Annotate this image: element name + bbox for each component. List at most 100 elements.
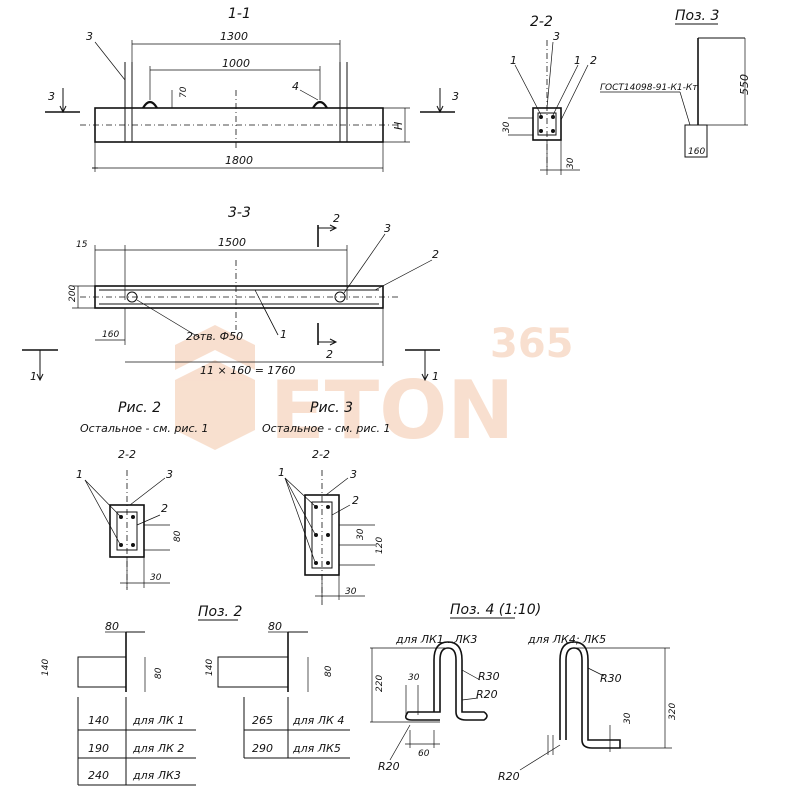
dim-1800: 1800 [225,154,253,167]
poz-4-dim-320: 320 [668,703,678,720]
poz-2-b-row-2-for: для ЛК5 [292,742,341,755]
poz-2-a-row-2-len: 190 [88,742,109,755]
poz-4-r20-a: R20 [476,688,498,701]
s33-label-3: 3 [384,222,391,235]
lifting-loop-left [142,100,158,109]
dim-30-b: 30 [566,157,576,169]
dim-550: 550 [738,74,751,95]
poz-4-lk45: для ЛК4; ЛК5 [527,633,606,646]
r3-dim-30: 30 [356,528,366,540]
dim-70: 70 [179,86,189,98]
cut-label-3-left: 3 [48,90,55,103]
dim-160-33: 160 [102,330,119,340]
section-1-1-title: 1-1 [228,6,251,22]
poz-4-r20-c: R20 [498,770,520,783]
figure-2-title: Рис. 2 [118,400,161,416]
r3-dim-30b: 30 [345,587,357,597]
figure-3-section: 2-2 [312,448,330,461]
figure-3-title: Рис. 3 [310,400,353,416]
s22-label-3: 3 [553,30,560,43]
figure-3-note: Остальное - см. рис. 1 [262,422,391,435]
cut-label-1-right: 1 [432,370,439,383]
r3-label-3: 3 [350,468,357,481]
poz-3-plate [684,124,708,158]
poz-2-table-a: 140 для ЛК 1 190 для ЛК 2 240 для ЛК3 [77,697,196,786]
dim-30-a: 30 [502,121,512,133]
r2-label-1: 1 [76,468,83,481]
hole-left [126,291,138,303]
leader-4 [299,89,319,101]
label-4: 4 [292,80,299,93]
poz-2-a-row-3-len: 240 [88,769,109,782]
poz-2-b-80-top: 80 [268,620,282,633]
label-3: 3 [86,30,93,43]
r2-dim-30: 30 [150,573,162,583]
poz-4-r30-b: R30 [600,672,622,685]
poz-2-b-row-1-len: 265 [252,714,273,727]
poz-4-dim-220: 220 [375,675,385,692]
hole-right [334,291,346,303]
figure-2: Рис. 2 Остальное - см. рис. 1 2-2 1 3 2 … [76,400,209,590]
section-3-3: 3-3 1500 15 200 160 11 × 160 = 1760 2отв… [22,205,440,383]
dim-H: H [392,122,405,130]
section-3-3-title: 3-3 [228,205,251,221]
dim-1300: 1300 [220,30,248,43]
poz-2-shape-a [77,656,127,688]
poz-4-dim-30b: 30 [623,712,633,724]
section-1-1: 1-1 1300 1000 70 3 4 [45,6,459,172]
cut-label-2-bot: 2 [326,348,333,361]
poz-2-a-80-top: 80 [105,620,119,633]
watermark-number: 365 [490,321,574,367]
watermark-logo-top [175,325,255,370]
poz-2-a-80-side: 80 [154,667,164,679]
poz-2-b-row-1-for: для ЛК 4 [292,714,344,727]
cut-label-2-top: 2 [333,212,340,225]
dim-200: 200 [68,285,78,302]
poz-2-a-row-3-for: для ЛК3 [132,769,181,782]
poz-2-b-140: 140 [205,659,215,676]
section-2-2-top: 2-2 1 1 3 2 30 30 [502,14,597,175]
cut-label-1-left: 1 [30,370,37,383]
watermark-logo-body [175,360,255,450]
s33-label-1: 1 [280,328,287,341]
poz-3: Поз. 3 550 160 ГОСТ14098-91-К1-Кт [600,8,751,158]
gost-label: ГОСТ14098-91-К1-Кт [600,83,698,93]
dim-1000: 1000 [222,57,250,70]
r2-label-2: 2 [161,502,168,515]
cut-label-3-right: 3 [452,90,459,103]
poz-2-table-b: 265 для ЛК 4 290 для ЛК5 [243,697,350,759]
section-2-2-title: 2-2 [530,14,553,30]
poz-2-a-row-1-for: для ЛК 1 [132,714,184,727]
dim-11x160: 11 × 160 = 1760 [200,364,295,377]
poz-4-lk13: для ЛК1...ЛК3 [395,633,477,646]
poz-4-bar-b [559,641,621,749]
dim-1500: 1500 [218,236,246,249]
poz-2-b-row-2-len: 290 [252,742,273,755]
poz-2-shape-b [217,656,289,688]
s22-label-1a: 1 [510,54,517,67]
r3-label-1: 1 [278,466,285,479]
s22-label-1b: 1 [574,54,581,67]
poz-4-r20-b: R20 [378,760,400,773]
poz-4: Поз. 4 (1:10) для ЛК1...ЛК3 для ЛК4; ЛК5… [370,602,678,783]
poz-2-title: Поз. 2 [198,604,242,620]
holes-label: 2отв. Ф50 [186,330,243,343]
poz-2-a-140: 140 [41,659,51,676]
lifting-loop-right [312,100,328,109]
s33-label-2: 2 [432,248,439,261]
poz-4-title: Поз. 4 (1:10) [450,602,541,618]
poz-2-a-row-1-len: 140 [88,714,109,727]
figure-2-section: 2-2 [118,448,136,461]
poz-4-dim-60: 60 [418,749,430,759]
figure-3: Рис. 3 Остальное - см. рис. 1 2-2 1 3 2 … [262,400,391,605]
r2-label-3: 3 [166,468,173,481]
dim-160-poz3: 160 [688,147,705,157]
poz-4-dim-30: 30 [408,673,420,683]
leader-3 [94,41,126,81]
poz-3-title: Поз. 3 [675,8,719,24]
dim-15: 15 [76,240,88,250]
figure-2-note: Остальное - см. рис. 1 [80,422,209,435]
r2-dim-80: 80 [173,530,183,542]
